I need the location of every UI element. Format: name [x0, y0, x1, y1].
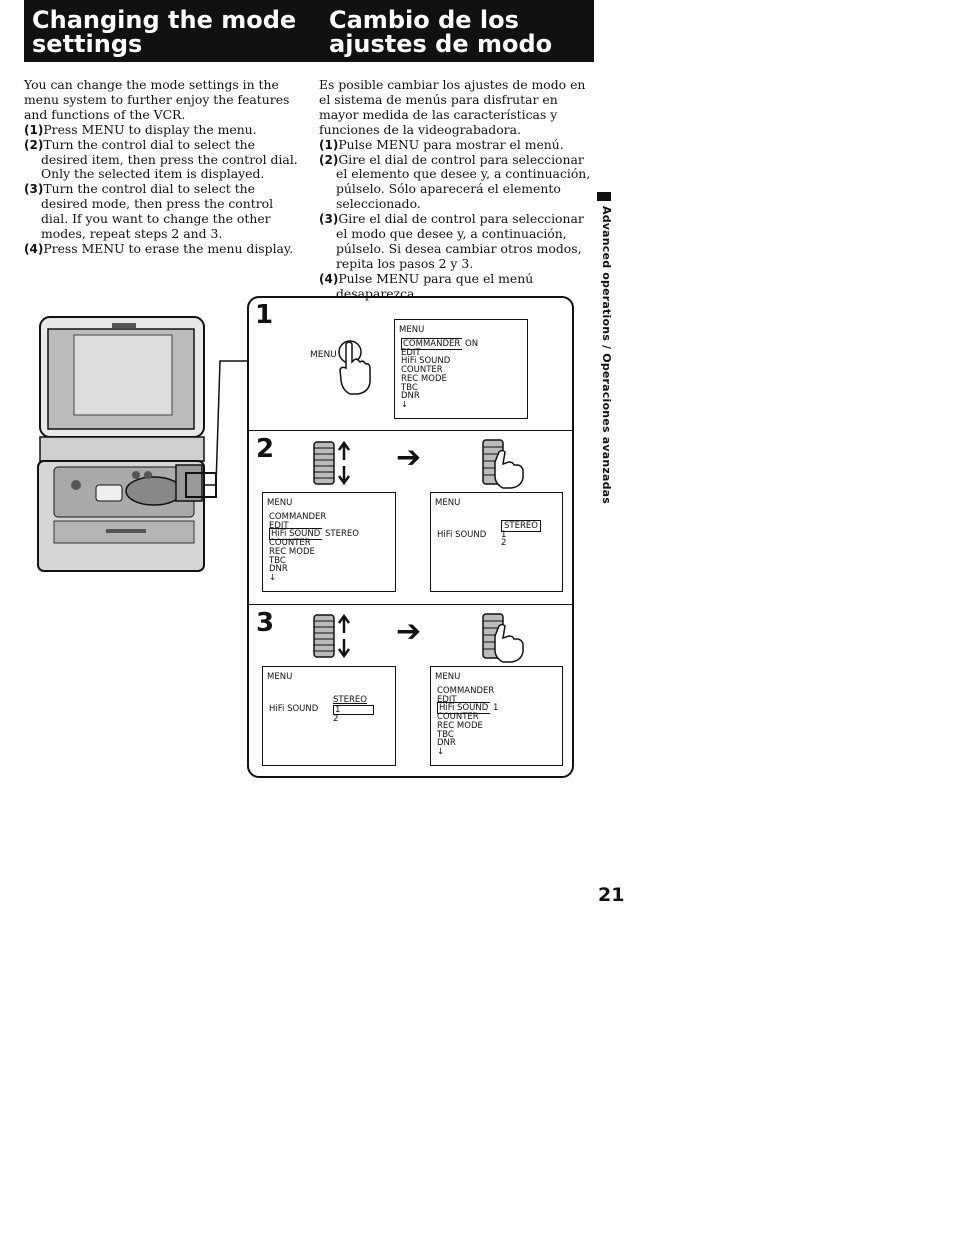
menu-item: COMMANDER: [437, 686, 495, 696]
menu-title: MENU: [435, 672, 461, 682]
menu-screen-1: MENU COMMANDER ON EDIT HiFi SOUND COUNTE…: [394, 319, 528, 419]
menu-item: TBC: [437, 729, 454, 740]
menu-item-value: ON: [465, 339, 479, 349]
menu-screen-3a: MENU HiFi SOUND STEREO 1 2: [262, 666, 396, 766]
step-number: (3): [319, 212, 339, 227]
step-text: Turn the control dial to select the desi…: [41, 136, 298, 182]
menu-item-value: STEREO: [325, 529, 359, 540]
procedure-diagram: [247, 296, 574, 778]
menu-title: MENU: [435, 498, 461, 508]
step-text: Press MENU to erase the menu display.: [43, 240, 294, 256]
step-text: Turn the control dial to select the desi…: [41, 181, 274, 242]
step-number: (2): [319, 152, 339, 167]
menu-item: DNR: [401, 391, 420, 402]
menu-item: TBC: [269, 555, 286, 566]
menu-item: COUNTER: [437, 712, 479, 723]
menu-item-selected: HiFi SOUND: [269, 528, 323, 541]
english-step: (4)Press MENU to erase the menu display.: [24, 240, 299, 257]
english-step: (1)Press MENU to display the menu.: [24, 121, 299, 138]
step-number: (2): [24, 137, 44, 152]
menu-title: MENU: [399, 325, 425, 335]
spanish-intro: Es posible cambiar los ajustes de modo e…: [319, 77, 586, 137]
step-number: (1): [319, 137, 339, 152]
menu-item: COUNTER: [269, 538, 311, 549]
menu-item: REC MODE: [401, 373, 447, 384]
menu-title: MENU: [267, 498, 293, 508]
option-current: STEREO: [333, 695, 367, 705]
spanish-step: (1)Pulse MENU para mostrar el menú.: [319, 136, 591, 153]
menu-item: COUNTER: [401, 365, 443, 376]
control-dial-press-icon: [482, 613, 524, 663]
divider: [248, 604, 574, 605]
menu-screen-2b: MENU HiFi SOUND STEREO 1 2: [430, 492, 563, 592]
menu-item: COMMANDER: [269, 512, 327, 522]
spanish-column: Es posible cambiar los ajustes de modo e…: [319, 77, 591, 302]
option-list: STEREO 1 2: [333, 696, 374, 724]
right-arrow-icon: ➔: [396, 440, 422, 475]
option-selected: STEREO: [501, 520, 541, 532]
step-number: (4): [319, 271, 339, 286]
menu-item-selected: COMMANDER: [401, 338, 463, 350]
right-arrow-icon: ➔: [396, 614, 422, 649]
option: 2: [333, 714, 339, 725]
english-intro: You can change the mode settings in the …: [24, 77, 290, 122]
option-list: STEREO 1 2: [501, 520, 541, 549]
diagram-step-number: 3: [256, 608, 275, 638]
step-text: Pulse MENU para mostrar el menú.: [338, 136, 564, 152]
step-number: (3): [24, 182, 44, 197]
menu-item: EDIT: [437, 694, 457, 705]
menu-item: REC MODE: [437, 720, 483, 731]
control-dial-press-icon: [482, 439, 524, 489]
menu-item-selected: HiFi SOUND: [437, 702, 491, 715]
english-step: (3)Turn the control dial to select the d…: [24, 181, 299, 242]
step-text: Gire el dial de control para seleccionar…: [336, 211, 584, 271]
section-marker: [597, 192, 611, 201]
option-selected: 1: [333, 704, 374, 716]
menu-item-value: 1: [493, 703, 499, 714]
diagram-step-number: 1: [255, 300, 274, 330]
scroll-down-arrow-icon: ↓: [269, 572, 277, 583]
menu-button-press-icon: [338, 340, 371, 395]
spanish-step: (2)Gire el dial de control para seleccio…: [319, 151, 591, 213]
vcr-illustration: [37, 316, 248, 572]
menu-item: DNR: [269, 564, 288, 575]
section-sidebar-label: Advanced operations / Operaciones avanza…: [600, 206, 613, 505]
step-number: (1): [24, 122, 44, 137]
menu-screen-2a: MENU COMMANDER EDIT HiFi SOUND STEREO CO…: [262, 492, 396, 592]
control-dial-turn-icon: [313, 440, 351, 486]
control-dial-turn-icon: [313, 613, 351, 659]
menu-screen-3b: MENU COMMANDER EDIT HiFi SOUND 1 COUNTER…: [430, 666, 563, 766]
english-step: (2)Turn the control dial to select the d…: [24, 136, 299, 183]
title-spanish: Cambio de los ajustes de modo: [329, 6, 553, 58]
english-column: You can change the mode settings in the …: [24, 77, 299, 257]
menu-item-list: COMMANDER EDIT HiFi SOUND STEREO COUNTER…: [269, 513, 359, 583]
scroll-down-arrow-icon: ↓: [401, 399, 409, 410]
menu-item: DNR: [437, 738, 456, 749]
menu-item: TBC: [401, 382, 418, 393]
diagram-step-number: 2: [256, 434, 275, 464]
menu-item-list: COMMANDER EDIT HiFi SOUND 1 COUNTER REC …: [437, 687, 498, 757]
scroll-down-arrow-icon: ↓: [437, 746, 445, 757]
step-text: Gire el dial de control para seleccionar…: [336, 151, 591, 212]
menu-item-list: COMMANDER ON EDIT HiFi SOUND COUNTER REC…: [401, 338, 479, 410]
menu-item-name: HiFi SOUND: [269, 704, 319, 714]
step-number: (4): [24, 241, 44, 256]
menu-item: HiFi SOUND: [401, 356, 451, 367]
step-text: Press MENU to display the menu.: [43, 121, 257, 137]
menu-item-name: HiFi SOUND: [437, 530, 487, 540]
menu-item: EDIT: [269, 520, 289, 531]
title-bar: Changing the mode settings Cambio de los…: [24, 0, 594, 62]
option: 2: [501, 538, 507, 549]
page-number: 21: [598, 884, 625, 906]
menu-item: EDIT: [401, 347, 421, 358]
menu-title: MENU: [267, 672, 293, 682]
title-english: Changing the mode settings: [32, 6, 297, 58]
menu-button-label: MENU: [310, 350, 337, 360]
divider: [248, 430, 574, 431]
spanish-step: (3)Gire el dial de control para seleccio…: [319, 211, 591, 272]
menu-item: REC MODE: [269, 546, 315, 557]
option: 1: [501, 529, 507, 540]
